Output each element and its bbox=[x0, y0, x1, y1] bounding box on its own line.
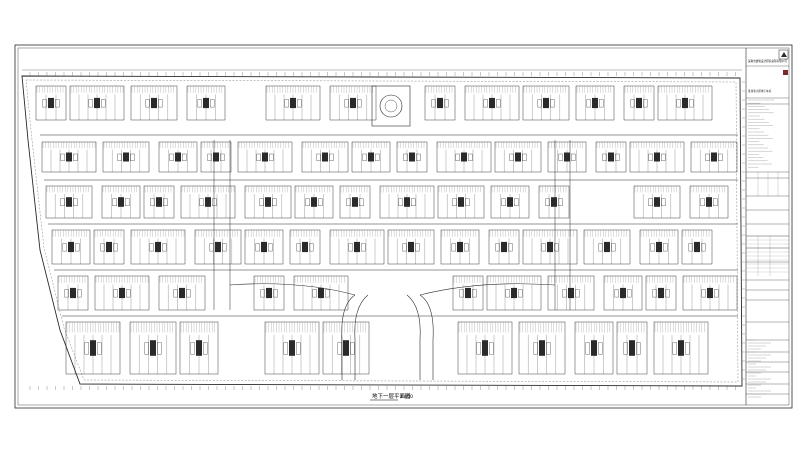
building-block bbox=[437, 185, 485, 219]
building-block bbox=[293, 275, 349, 311]
building-block bbox=[538, 185, 570, 219]
building-block bbox=[180, 185, 236, 219]
building-block bbox=[603, 275, 643, 311]
building-block bbox=[518, 321, 566, 375]
building-block bbox=[158, 275, 206, 311]
central-plaza bbox=[371, 85, 411, 127]
building-block bbox=[682, 275, 738, 311]
building-block bbox=[51, 229, 91, 265]
building-block bbox=[158, 141, 198, 173]
building-block bbox=[494, 141, 542, 173]
building-block bbox=[93, 229, 125, 265]
building-block bbox=[65, 321, 121, 375]
building-block bbox=[264, 321, 320, 375]
building-block bbox=[690, 141, 738, 173]
building-block bbox=[464, 85, 520, 121]
project-name: 某住宅小区地下车库 bbox=[748, 89, 772, 93]
building-block bbox=[94, 275, 150, 311]
building-block bbox=[574, 321, 614, 375]
building-block bbox=[396, 141, 428, 173]
building-block bbox=[616, 321, 648, 375]
building-block bbox=[194, 229, 242, 265]
building-block bbox=[244, 229, 284, 265]
plan-scale: 1:400 bbox=[400, 394, 413, 400]
building-block bbox=[329, 229, 385, 265]
building-block bbox=[639, 229, 679, 265]
seal-icon bbox=[783, 70, 788, 75]
building-block bbox=[488, 229, 520, 265]
building-block bbox=[301, 141, 349, 173]
building-block bbox=[657, 85, 713, 121]
building-block bbox=[595, 141, 627, 173]
building-block bbox=[575, 85, 615, 121]
building-block bbox=[379, 185, 435, 219]
building-block bbox=[339, 185, 371, 219]
building-block bbox=[289, 229, 321, 265]
building-block bbox=[129, 321, 177, 375]
title-block: 深圳市建筑设计研究总院有限公司 某住宅小区地下车库 bbox=[746, 49, 789, 398]
building-block bbox=[130, 85, 178, 121]
building-block bbox=[35, 85, 67, 121]
building-block bbox=[253, 275, 285, 311]
building-block bbox=[57, 275, 89, 311]
building-block bbox=[329, 85, 377, 121]
building-block bbox=[244, 185, 292, 219]
building-block bbox=[351, 141, 391, 173]
building-block bbox=[440, 229, 480, 265]
building-block bbox=[265, 85, 321, 121]
building-block bbox=[45, 185, 93, 219]
building-block bbox=[69, 85, 125, 121]
plan-title: 地下一层平面图 bbox=[372, 392, 411, 400]
building-block bbox=[322, 321, 370, 375]
building-blocks bbox=[35, 85, 738, 375]
building-block bbox=[689, 185, 729, 219]
sheet-inner-border bbox=[17, 47, 790, 406]
company-name: 深圳市建筑设计研究总院有限公司 bbox=[748, 59, 787, 63]
building-block bbox=[653, 321, 709, 375]
building-block bbox=[522, 85, 570, 121]
building-block bbox=[387, 229, 435, 265]
building-block bbox=[629, 141, 685, 173]
building-block bbox=[186, 85, 226, 121]
building-block bbox=[583, 229, 631, 265]
building-block bbox=[143, 185, 175, 219]
building-block bbox=[101, 185, 141, 219]
building-block bbox=[547, 275, 595, 311]
drive-aisles bbox=[40, 134, 738, 317]
building-block bbox=[547, 141, 587, 173]
building-block bbox=[623, 85, 655, 121]
grid-marks bbox=[22, 69, 745, 390]
company-logo-icon bbox=[778, 49, 789, 60]
site-outline bbox=[21, 75, 743, 387]
building-block bbox=[41, 141, 97, 173]
building-block bbox=[681, 229, 713, 265]
sheet-border bbox=[14, 44, 793, 409]
building-block bbox=[645, 275, 677, 311]
entry-ramps bbox=[229, 283, 556, 380]
building-block bbox=[237, 141, 293, 173]
building-block bbox=[633, 185, 681, 219]
building-block bbox=[179, 321, 219, 375]
building-block bbox=[452, 275, 484, 311]
building-block bbox=[424, 85, 456, 121]
building-block bbox=[486, 275, 542, 311]
site-setback-line bbox=[25, 79, 739, 383]
building-block bbox=[490, 185, 530, 219]
building-block bbox=[522, 229, 578, 265]
building-block bbox=[294, 185, 334, 219]
building-block bbox=[457, 321, 513, 375]
building-block bbox=[102, 141, 150, 173]
building-block bbox=[200, 141, 232, 173]
building-block bbox=[130, 229, 186, 265]
building-block bbox=[436, 141, 492, 173]
plan-title-group: 地下一层平面图 1:400 bbox=[370, 392, 413, 401]
